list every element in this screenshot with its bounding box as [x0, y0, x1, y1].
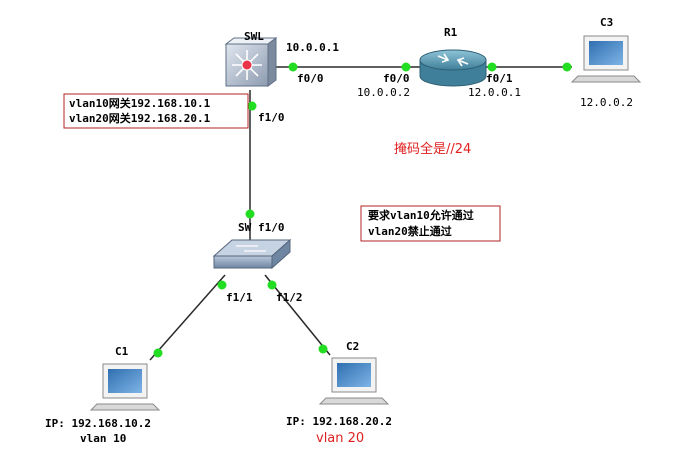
requirement-note-line: 要求vlan10允许通过	[368, 208, 474, 222]
keyboard	[570, 75, 642, 83]
requirement-note-line: vlan20禁止通过	[368, 224, 452, 238]
port-dot-sw-f11	[217, 280, 227, 290]
link-sw-c2	[264, 274, 331, 356]
gateway-note-line: vlan20网关192.168.20.1	[69, 111, 211, 125]
host-c2[interactable]	[318, 357, 390, 405]
port-dots	[153, 62, 572, 358]
port-dot-c2	[318, 344, 328, 354]
port-dot-r1-f00	[401, 62, 411, 72]
c2-ip: IP: 192.168.20.2	[286, 415, 392, 428]
screen	[337, 363, 371, 387]
sw-label: SW	[238, 221, 252, 234]
port-dot-swl-f10	[247, 101, 257, 111]
r1-f00-address: 10.0.0.2	[357, 86, 410, 99]
swl-f10-port: f1/0	[258, 111, 285, 124]
requirement-note-border	[360, 205, 501, 242]
gateway-note-border	[63, 93, 249, 129]
requirement-note: 要求vlan10允许通过 vlan20禁止通过	[360, 205, 501, 242]
port-dot-r1-f01	[487, 62, 497, 72]
switch-front	[213, 255, 273, 269]
host-c3[interactable]	[570, 35, 642, 83]
router-r1[interactable]	[419, 49, 487, 87]
host-c1[interactable]	[89, 363, 161, 411]
l3-switch-core-dot	[241, 59, 253, 71]
gateway-note-line: vlan10网关192.168.10.1	[69, 96, 211, 110]
l3-switch-side	[267, 37, 277, 87]
sw-f12-port: f1/2	[276, 291, 303, 304]
port-dot-sw-f12	[267, 280, 277, 290]
c2-label: C2	[346, 340, 359, 353]
swl-f00-address: 10.0.0.1	[286, 41, 339, 54]
gateway-note: vlan10网关192.168.10.1 vlan20网关192.168.20.…	[63, 93, 249, 129]
keyboard	[89, 403, 161, 411]
c3-ip: 12.0.0.2	[580, 96, 633, 109]
sw-f11-port: f1/1	[226, 291, 253, 304]
r1-f01-port: f0/1	[486, 72, 513, 85]
sw-f10-port: f1/0	[258, 221, 285, 234]
access-switch-sw[interactable]	[212, 238, 292, 270]
swl-label: SWL	[244, 30, 264, 43]
switch-side	[271, 238, 291, 270]
port-dot-c3	[562, 62, 572, 72]
screen	[108, 369, 142, 393]
c3-label: C3	[600, 16, 613, 29]
l3-switch-swl[interactable]	[224, 37, 278, 87]
swl-f00-port: f0/0	[297, 72, 324, 85]
c2-vlan: vlan 20	[316, 431, 364, 446]
keyboard	[318, 397, 390, 405]
link-sw-c1	[149, 274, 226, 361]
r1-label: R1	[444, 26, 458, 39]
c1-ip: IP: 192.168.10.2	[45, 417, 151, 430]
r1-f00-port: f0/0	[383, 72, 410, 85]
port-dot-sw-f10	[245, 209, 255, 219]
c1-label: C1	[115, 345, 129, 358]
c1-vlan: vlan 10	[80, 432, 126, 445]
router-top	[419, 49, 487, 71]
mask-note: 掩码全是//24	[394, 141, 471, 157]
port-dot-swl-f00	[288, 62, 298, 72]
screen	[589, 41, 623, 65]
r1-f01-address: 12.0.0.1	[468, 86, 521, 99]
links	[149, 66, 572, 361]
port-dot-c1	[153, 348, 163, 358]
